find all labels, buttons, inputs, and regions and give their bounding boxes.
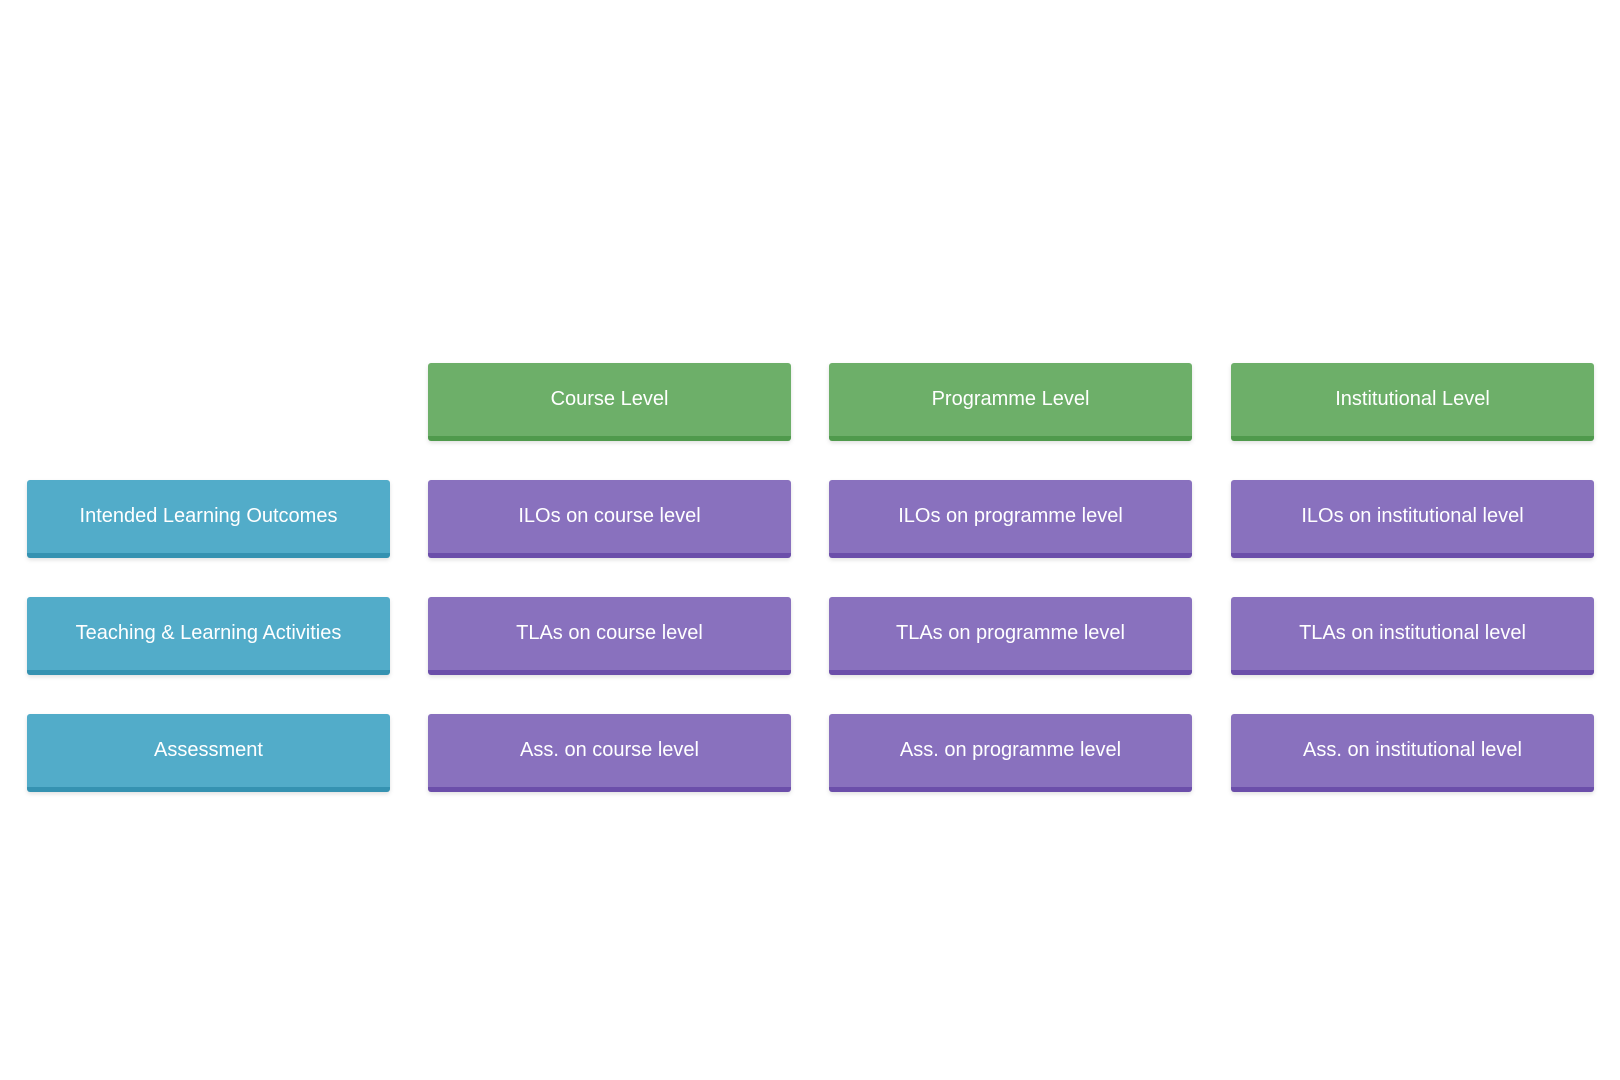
level-header-label: Course Level [550,388,669,410]
cell-ilo-institutional: ILOs on institutional level [1231,480,1594,558]
cell-label: ILOs on institutional level [1301,505,1524,527]
cell-label: ILOs on programme level [898,505,1123,527]
category-label: Assessment [154,739,263,761]
cell-label: Ass. on programme level [899,739,1122,761]
category-ilo: Intended Learning Outcomes [27,480,390,558]
cell-label: ILOs on course level [518,505,701,527]
cell-label: TLAs on programme level [896,622,1125,644]
cell-tla-programme: TLAs on programme level [829,597,1192,675]
category-tla: Teaching & Learning Activities [27,597,390,675]
category-label: Teaching & Learning Activities [75,622,342,644]
level-header-institutional: Institutional Level [1231,363,1594,441]
cell-assessment-institutional: Ass. on institutional level [1231,714,1594,792]
category-label: Intended Learning Outcomes [79,505,338,527]
level-header-programme: Programme Level [829,363,1192,441]
category-assessment: Assessment [27,714,390,792]
cell-assessment-course: Ass. on course level [428,714,791,792]
cell-ilo-course: ILOs on course level [428,480,791,558]
level-header-label: Institutional Level [1335,388,1490,410]
cell-label: TLAs on course level [516,622,703,644]
cell-tla-course: TLAs on course level [428,597,791,675]
cell-label: Ass. on institutional level [1302,739,1522,761]
level-header-course: Course Level [428,363,791,441]
cell-tla-institutional: TLAs on institutional level [1231,597,1594,675]
cell-ilo-programme: ILOs on programme level [829,480,1192,558]
level-header-label: Programme Level [931,388,1090,410]
cell-assessment-programme: Ass. on programme level [829,714,1192,792]
cell-label: TLAs on institutional level [1299,622,1526,644]
cell-label: Ass. on course level [520,739,699,761]
